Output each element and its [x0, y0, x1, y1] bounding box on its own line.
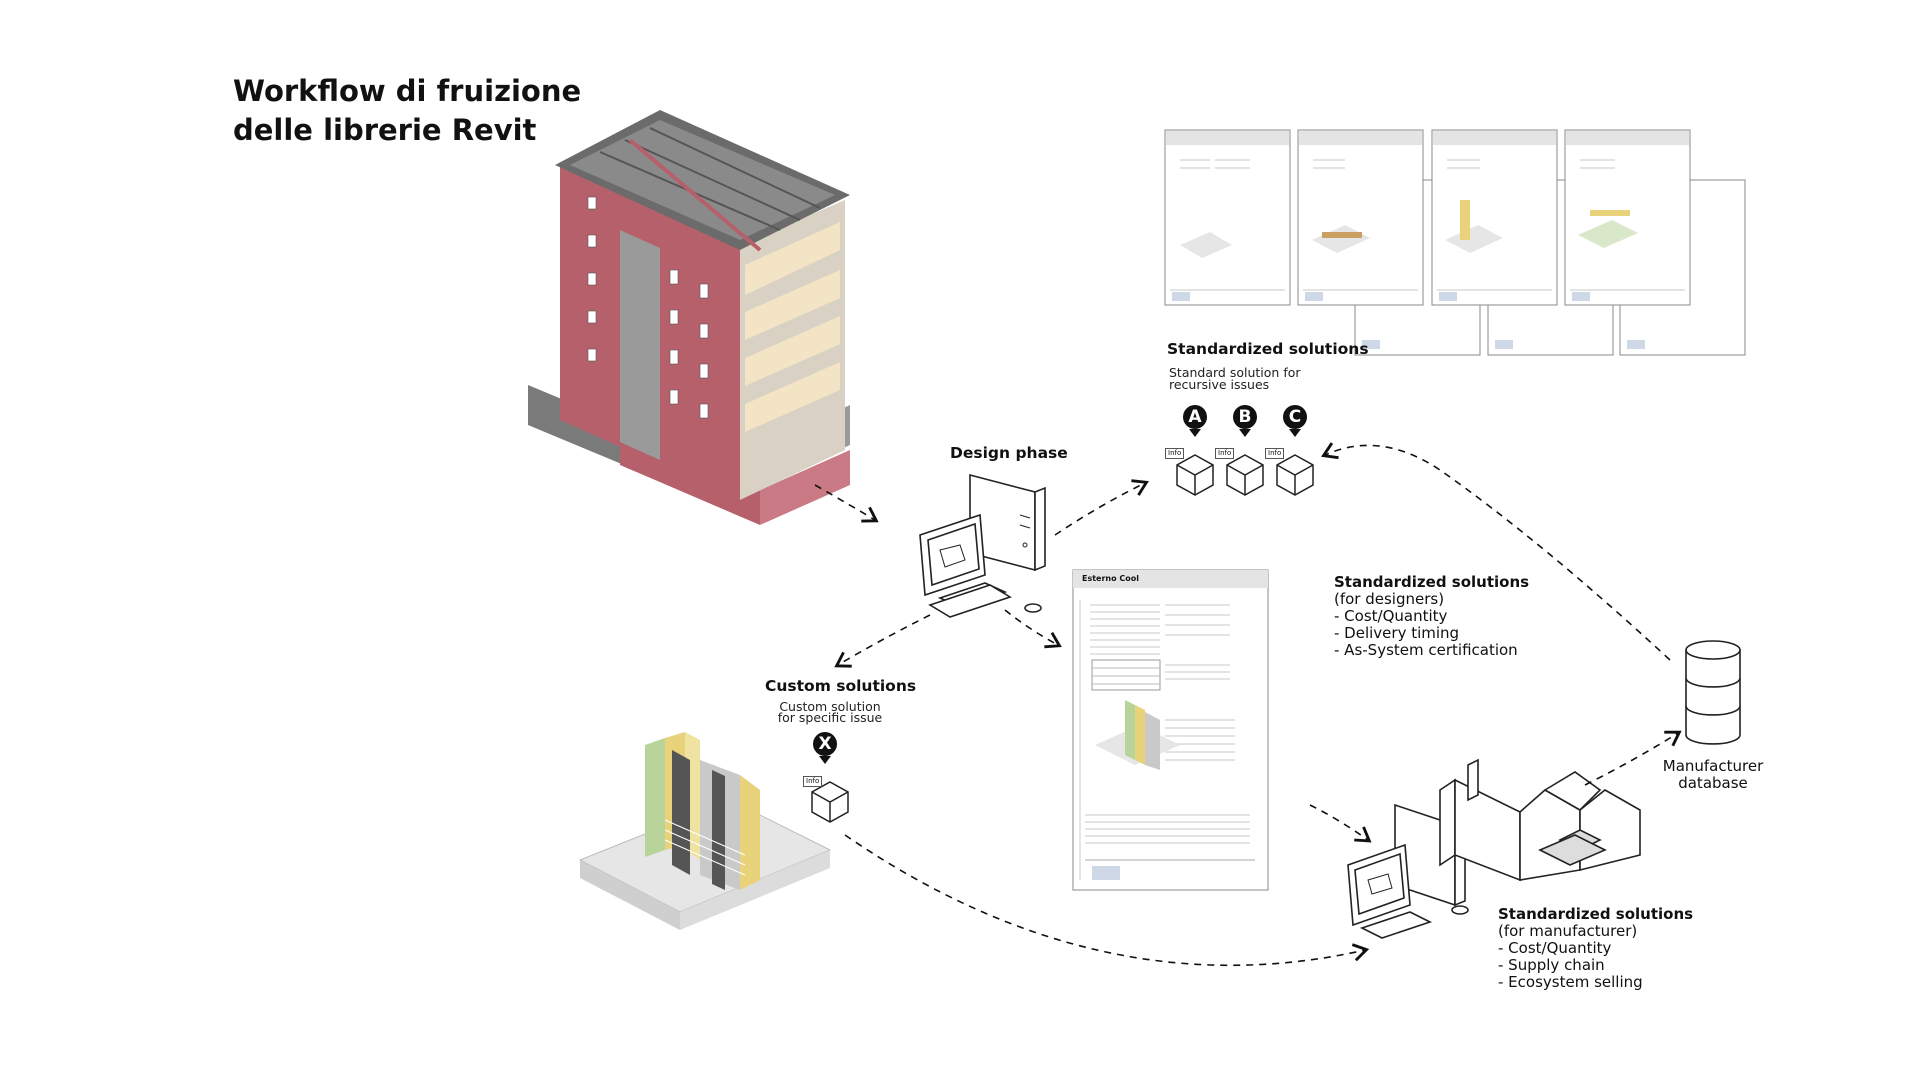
- standardized-top-sub-2: recursive issues: [1169, 377, 1270, 392]
- arrow-factory-to-database: [1584, 730, 1682, 786]
- badge-x: X: [813, 732, 837, 756]
- datasheet-title: Esterno Cool: [1082, 574, 1140, 583]
- arrow-custom-to-manufacturer: [844, 834, 1370, 967]
- manufacturer-line-3: - Supply chain: [1498, 956, 1605, 974]
- diagram-title: Workflow di fruizione delle librerie Rev…: [233, 72, 581, 150]
- info-tag-x: Info: [803, 776, 823, 787]
- info-tag-b: Info: [1215, 448, 1235, 459]
- manufacturer-heading: Standardized solutions: [1498, 905, 1694, 923]
- design-phase-label: Design phase: [950, 444, 1068, 462]
- solution-box-a-icon: [1176, 454, 1214, 496]
- arrow-datasheet-to-manufacturer: [1309, 804, 1372, 843]
- factory-icon: [1439, 758, 1641, 882]
- arrow-design-to-custom: [834, 614, 931, 668]
- badge-a-pointer: [1189, 429, 1201, 437]
- designers-line-4: - As-System certification: [1334, 641, 1518, 659]
- designers-block: Standardized solutions (for designers) -…: [1334, 574, 1529, 659]
- building-model-icon: [528, 110, 850, 525]
- designers-line-2: - Cost/Quantity: [1334, 607, 1448, 625]
- solution-box-b-icon: [1226, 454, 1264, 496]
- designers-heading: Standardized solutions: [1334, 573, 1530, 591]
- datasheet-document: [1072, 569, 1269, 891]
- database-label-2: database: [1678, 774, 1748, 792]
- designers-line-1: (for designers): [1334, 590, 1445, 608]
- database-label-1: Manufacturer: [1662, 757, 1764, 775]
- flow-arrows: [814, 442, 1682, 967]
- database-icon: [1685, 640, 1741, 745]
- custom-wall-assembly-icon: [578, 732, 832, 930]
- manufacturer-line-4: - Ecosystem selling: [1498, 973, 1643, 991]
- datasheet-stack: [1164, 129, 1746, 356]
- designers-line-3: - Delivery timing: [1334, 624, 1460, 642]
- solution-box-x-icon: [811, 781, 849, 823]
- standardized-top-sub-1: Standard solution for: [1169, 365, 1301, 380]
- custom-heading: Custom solutions: [765, 677, 917, 695]
- custom-sub-1: Custom solution: [779, 699, 881, 714]
- manufacturer-block: Standardized solutions (for manufacturer…: [1498, 906, 1693, 991]
- manufacturer-line-1: (for manufacturer): [1498, 922, 1638, 940]
- title-line-1: Workflow di fruizione: [233, 74, 582, 108]
- title-line-2: delle librerie Revit: [233, 113, 537, 147]
- standardized-top-heading: Standardized solutions: [1167, 340, 1369, 358]
- badge-a: A: [1183, 405, 1207, 429]
- arrow-design-to-standard: [1054, 479, 1149, 536]
- badge-b-pointer: [1239, 429, 1251, 437]
- solution-box-c-icon: [1276, 454, 1314, 496]
- design-computer-icon: [919, 473, 1046, 618]
- database-label: Manufacturer database: [1648, 758, 1778, 792]
- info-tag-a: Info: [1165, 448, 1185, 459]
- badge-c-pointer: [1289, 429, 1301, 437]
- manufacturer-line-2: - Cost/Quantity: [1498, 939, 1612, 957]
- custom-sub-2: for specific issue: [777, 710, 883, 725]
- arrow-design-to-datasheet: [1004, 609, 1062, 649]
- badge-b: B: [1233, 405, 1257, 429]
- badge-x-pointer: [819, 756, 831, 764]
- badge-c: C: [1283, 405, 1307, 429]
- info-tag-c: Info: [1265, 448, 1285, 459]
